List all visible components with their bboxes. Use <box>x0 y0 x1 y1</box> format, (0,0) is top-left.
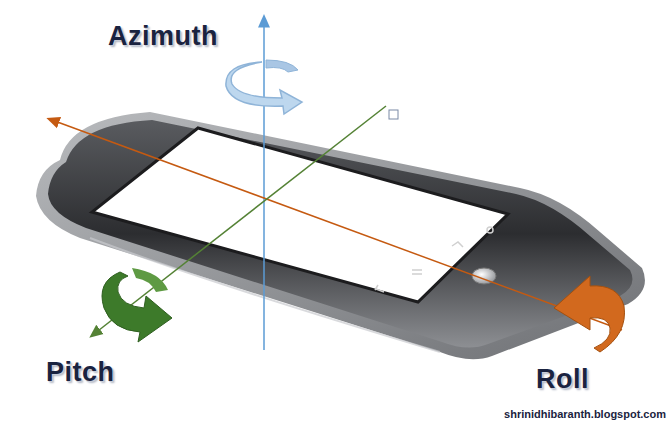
axis-label: Pitch <box>46 358 115 388</box>
axis-label: Azimuth <box>108 22 218 52</box>
axis-label: Roll <box>536 365 589 395</box>
azimuth-rotation-arrow <box>226 60 302 114</box>
phone-screen <box>92 128 508 302</box>
pitch-axis <box>94 106 386 334</box>
azimuth-axis <box>263 20 265 350</box>
anchor-icon <box>389 110 398 119</box>
phone-edge-highlight <box>90 238 440 352</box>
roll-axis <box>52 120 622 330</box>
roll-rotation-arrow <box>554 276 625 352</box>
phone-rim <box>36 112 645 359</box>
phone-body <box>48 120 632 348</box>
soft-keys <box>375 227 493 292</box>
pitch-rotation-arrow <box>102 268 172 342</box>
watermark: shrinidhibaranth.blogspot.com <box>504 408 666 420</box>
